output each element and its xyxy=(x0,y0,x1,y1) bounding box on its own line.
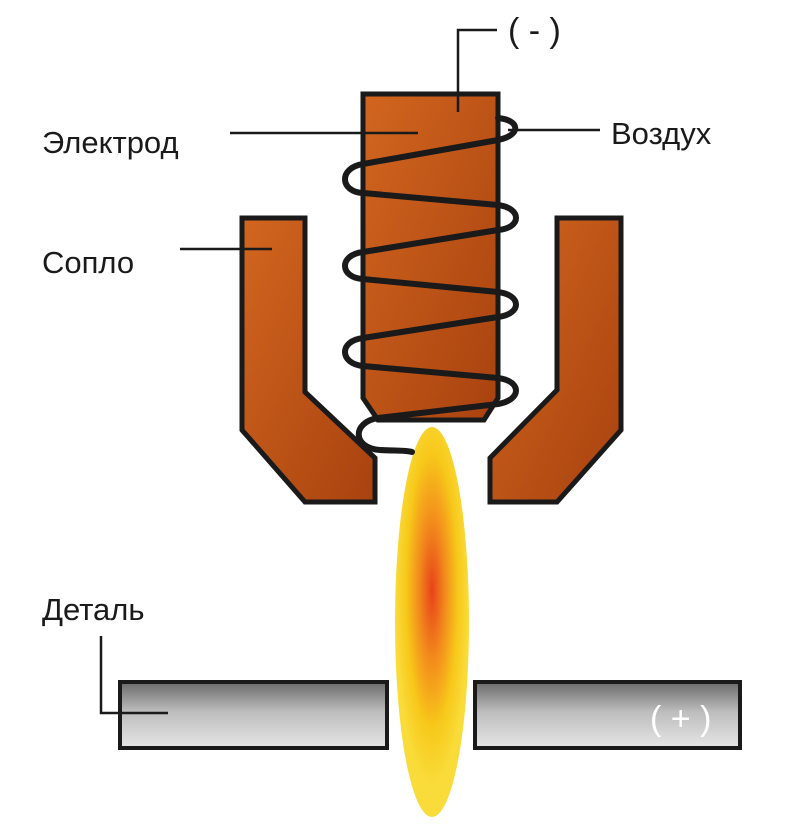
polarity-negative: ( - ) xyxy=(508,12,561,50)
label-nozzle: Сопло xyxy=(42,245,134,280)
leader-workpiece xyxy=(99,636,168,715)
label-electrode: Электрод xyxy=(42,125,179,160)
electrode xyxy=(360,91,501,423)
nozzle-right xyxy=(487,215,624,505)
label-air: Воздух xyxy=(611,116,712,151)
air-swirl-coil xyxy=(342,115,519,455)
leader-lines xyxy=(99,28,600,715)
workpiece-right-plate xyxy=(473,680,742,750)
nozzle-left xyxy=(239,215,378,505)
workpiece xyxy=(118,680,742,750)
plasma-flame xyxy=(395,427,469,817)
label-workpiece: Деталь xyxy=(42,592,145,627)
polarity-positive: ( + ) xyxy=(650,700,711,738)
leader-negative xyxy=(456,28,497,112)
workpiece-left-plate xyxy=(118,680,389,750)
